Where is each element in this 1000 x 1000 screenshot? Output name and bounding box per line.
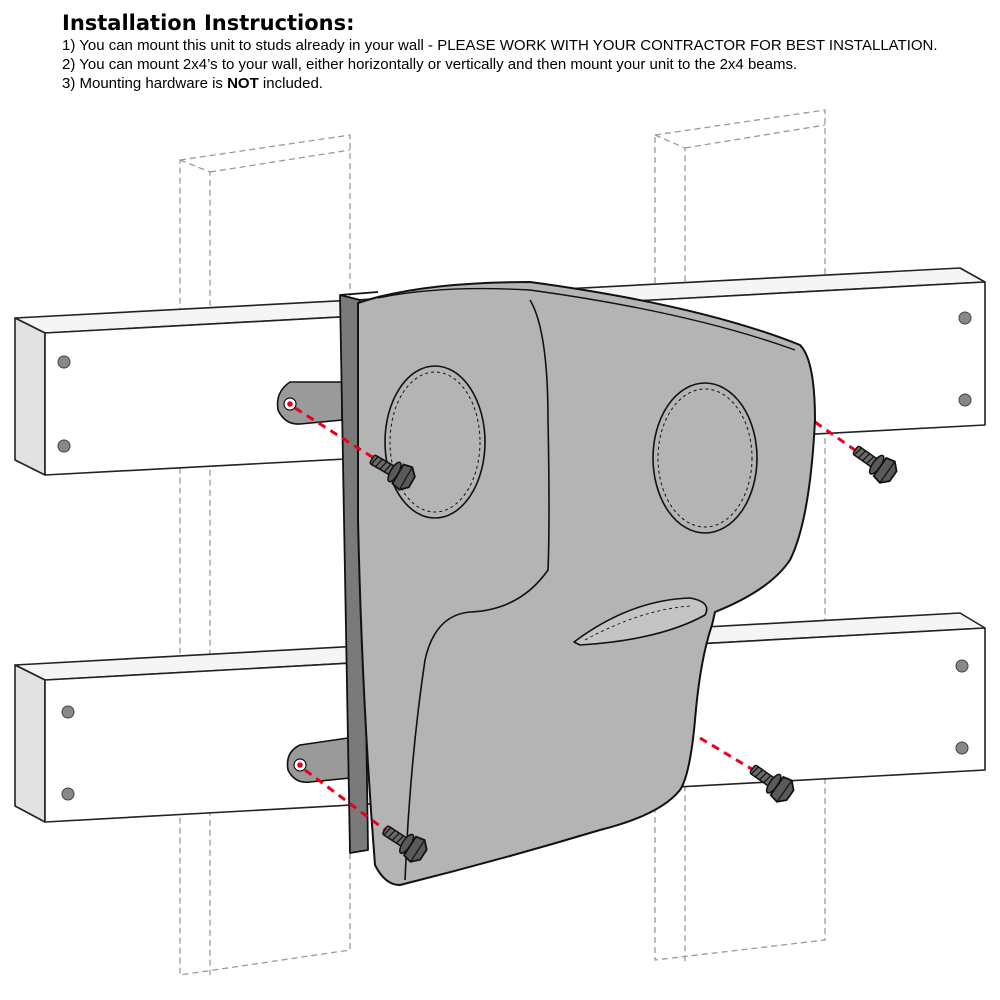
- left-guide-lines: [294, 406, 393, 837]
- instructions-title: Installation Instructions:: [62, 11, 355, 35]
- instruction-step-2: 2) You can mount 2x4’s to your wall, eit…: [62, 56, 798, 73]
- instruction-step-3-prefix: 3) Mounting hardware is: [62, 75, 228, 92]
- bolt-icon-upper-right: [847, 438, 902, 488]
- instruction-step-1: 1) You can mount this unit to studs alre…: [62, 37, 938, 54]
- mounting-tab-icon-upper: [276, 381, 343, 425]
- mounting-tab-icon-lower: [286, 737, 351, 784]
- instructions-header: Installation Instructions: 1) You can mo…: [62, 10, 992, 93]
- left-stud-dashed: [179, 134, 351, 976]
- instruction-step-3-emphasis: NOT: [227, 75, 259, 92]
- instruction-step-3-suffix: included.: [258, 75, 323, 92]
- wall-pad-unit: [357, 281, 816, 886]
- instruction-step-3: 3) Mounting hardware is NOT included.: [62, 74, 992, 93]
